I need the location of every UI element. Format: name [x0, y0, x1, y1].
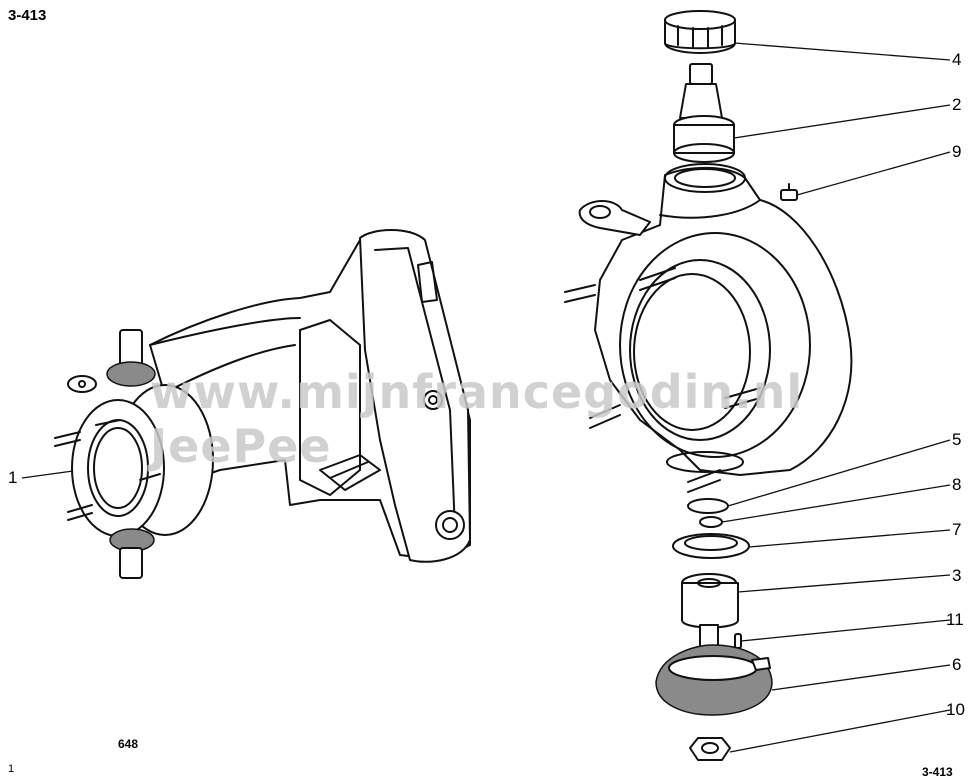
part-8-seal	[699, 516, 723, 528]
part-11-pin	[734, 633, 742, 649]
part-4-slotted-nut	[664, 10, 736, 54]
callout-3: 3	[952, 566, 962, 585]
watermark: www.mijnfrancegodin.nl JeePee	[150, 365, 804, 473]
steering-knuckle-assembly	[564, 163, 853, 493]
leader-lines	[21, 42, 951, 753]
callout-2: 2	[952, 95, 962, 114]
part-7-ring	[672, 533, 750, 559]
part-2-upper-kingpin	[673, 63, 735, 163]
sheet-ref-bottom: 3-413	[922, 765, 953, 779]
callout-11: 11	[946, 610, 964, 629]
callout-6: 6	[952, 655, 962, 674]
callout-8: 8	[952, 475, 962, 494]
sheet-ref-top: 3-413	[8, 7, 47, 24]
callout-7: 7	[952, 520, 962, 539]
part-9-grease-nipple	[780, 183, 798, 201]
callout-4: 4	[952, 50, 962, 69]
callout-5: 5	[952, 430, 962, 449]
figure-code: 648	[118, 737, 139, 751]
callout-1: 1	[8, 468, 18, 487]
callout-10: 10	[946, 700, 965, 719]
part-6-dust-cover	[655, 644, 773, 716]
part-5-disc	[687, 498, 729, 514]
axle-arm-assembly	[54, 229, 471, 579]
page-number: 1	[8, 763, 15, 775]
callout-9: 9	[952, 142, 962, 161]
part-10-nut	[689, 737, 731, 761]
